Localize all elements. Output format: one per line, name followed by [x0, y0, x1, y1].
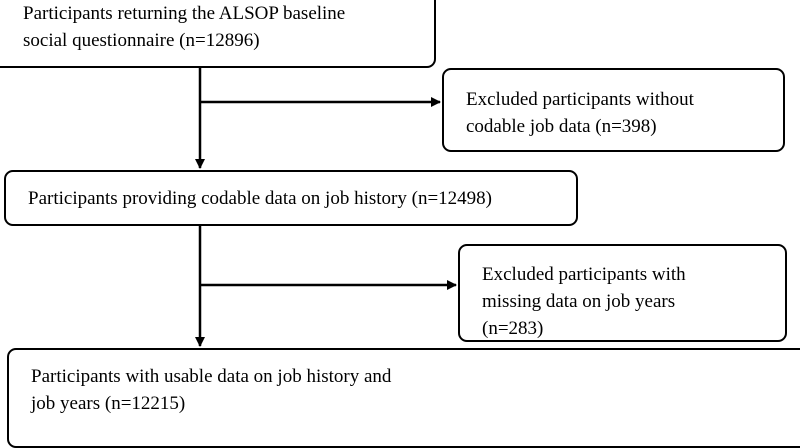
- box-baseline-line1: Participants returning the ALSOP baselin…: [23, 3, 346, 24]
- box-excluded-1-line1: Excluded participants without: [466, 89, 694, 110]
- box-excluded-2-line1: Excluded participants with: [482, 264, 686, 285]
- box-baseline-line2: social questionnaire (n=12896): [23, 30, 260, 51]
- box-excluded-2-line3: (n=283): [482, 318, 544, 339]
- box-baseline-participants: Participants returning the ALSOP baselin…: [0, 0, 436, 68]
- flow-connectors: [195, 68, 457, 347]
- box-excluded-2-line2: missing data on job years: [482, 291, 676, 312]
- box-usable-line2: job years (n=12215): [31, 393, 186, 414]
- box-excluded-1-line2: codable job data (n=398): [466, 116, 657, 137]
- box-codable-job-history: Participants providing codable data on j…: [4, 170, 578, 226]
- box-usable-line1: Participants with usable data on job his…: [31, 366, 392, 387]
- box-excluded-no-job-data: Excluded participants without codable jo…: [442, 68, 785, 152]
- box-codable-line1: Participants providing codable data on j…: [28, 188, 492, 209]
- box-excluded-missing-job-years: Excluded participants with missing data …: [458, 244, 787, 342]
- box-usable-data: Participants with usable data on job his…: [7, 348, 800, 448]
